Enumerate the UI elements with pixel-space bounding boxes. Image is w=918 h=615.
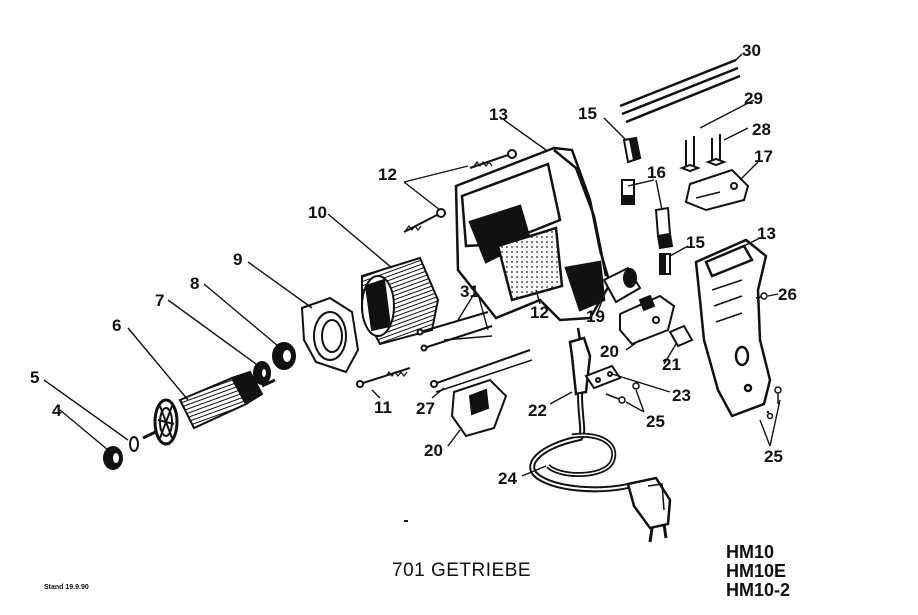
callout-25-right: 25 [764, 447, 783, 466]
callout-26: 26 [778, 285, 797, 304]
callout-numbers: 4 5 6 7 8 9 10 11 12 12 13 13 15 15 16 1… [30, 41, 797, 488]
print-specks [404, 410, 770, 522]
part-7-bearing [253, 361, 271, 385]
part-15-brush-cap [622, 136, 671, 275]
callout-20-upper: 20 [600, 342, 619, 361]
part-22-grommet [568, 327, 592, 396]
part-24-power-cord [529, 393, 672, 543]
leader-lines [43, 53, 781, 477]
part-11-screw [356, 367, 411, 388]
callout-5: 5 [30, 368, 39, 387]
callout-9: 9 [233, 250, 242, 269]
callout-22: 22 [528, 401, 547, 420]
callout-16: 16 [647, 163, 666, 182]
callout-30: 30 [742, 41, 761, 60]
part-27-cable-ties [430, 349, 533, 393]
callout-20-lower: 20 [424, 441, 443, 460]
part-16-carbon-brushes [621, 179, 674, 250]
callout-12-upper: 12 [378, 165, 397, 184]
callout-8: 8 [190, 274, 199, 293]
callout-19: 19 [586, 307, 605, 326]
callout-31: 31 [460, 282, 479, 301]
callout-24: 24 [498, 469, 517, 488]
callout-10: 10 [308, 203, 327, 222]
callout-15-lower: 15 [686, 233, 705, 252]
part-20-switch-lower [450, 378, 508, 438]
callout-23: 23 [672, 386, 691, 405]
part-10-stator [361, 256, 440, 346]
section-title: 701 GETRIEBE [392, 560, 532, 581]
callout-4: 4 [52, 401, 62, 420]
callout-15-upper: 15 [578, 104, 597, 123]
part-21-knob [668, 324, 694, 348]
part-20-switch-upper [619, 294, 676, 346]
callout-27: 27 [416, 399, 435, 418]
callout-25-left: 25 [646, 412, 665, 431]
part-4-bearing [103, 446, 123, 470]
part-28-29-springs [679, 134, 727, 173]
model-list: HM10 HM10E HM10-2 [726, 543, 790, 600]
callout-12-lower: 12 [530, 303, 549, 322]
part-25-screws [605, 382, 782, 420]
part-9-baffle [300, 296, 360, 374]
part-31-wires [416, 311, 493, 352]
model-name: HM10-2 [726, 580, 791, 600]
part-13-handle [694, 238, 772, 418]
callout-29: 29 [744, 89, 763, 108]
callout-11: 11 [374, 398, 392, 417]
model-name: HM10 [726, 542, 775, 562]
callout-6: 6 [112, 316, 121, 335]
part-19-capacitor [602, 266, 642, 304]
part-30-wire-leads [619, 58, 741, 124]
part-13-motor-housing [454, 146, 612, 322]
callout-28: 28 [752, 120, 771, 139]
part-23-clamp [584, 364, 622, 390]
part-6-armature [142, 370, 276, 446]
part-26-screw [755, 292, 768, 300]
revision-stamp: Stand 19.9.90 [44, 584, 89, 591]
part-17-holder [684, 168, 750, 212]
callout-13-housing: 13 [489, 105, 508, 124]
callout-13-handle: 13 [757, 224, 776, 243]
callout-17: 17 [754, 147, 773, 166]
callout-21: 21 [662, 355, 681, 374]
part-5-washer [129, 436, 139, 452]
callout-7: 7 [155, 291, 164, 310]
model-name: HM10E [726, 561, 787, 581]
part-8-bearing [272, 342, 296, 370]
